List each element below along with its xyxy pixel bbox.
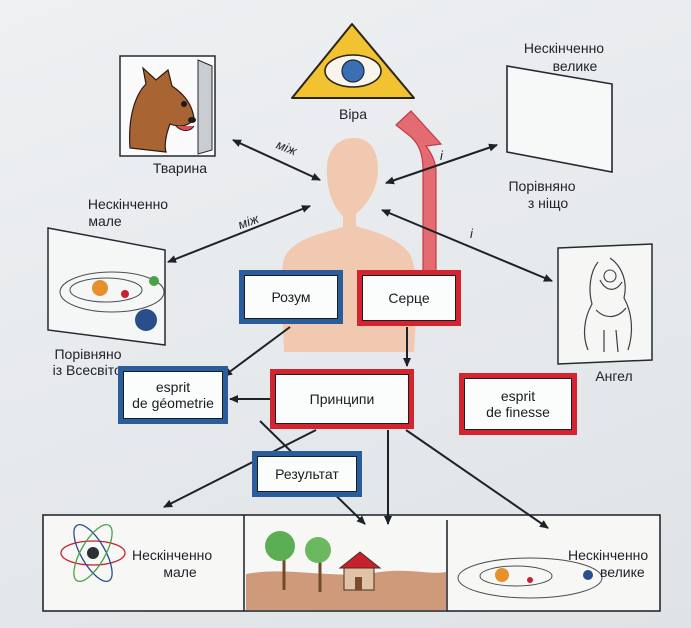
angel-picture xyxy=(557,243,653,365)
finesse-box: esprit de finesse xyxy=(459,373,577,435)
principles-box: Принципи xyxy=(270,369,414,429)
eye-triangle xyxy=(291,23,415,99)
bottom-large-label-line1: Нескінченно xyxy=(568,547,649,563)
faith-label: Віра xyxy=(338,106,368,122)
bottom-panel xyxy=(42,514,661,612)
infinitely-large-label-line1: Нескінченно xyxy=(523,40,605,56)
infinitely-large-frame xyxy=(506,65,613,173)
finesse-box-label-line1: esprit xyxy=(500,388,536,404)
compared-universe-label-line1: Порівняно xyxy=(54,346,122,362)
landscape-icon xyxy=(246,531,446,610)
animal-label: Тварина xyxy=(152,160,208,176)
atom-icon xyxy=(60,523,126,583)
finesse-box-label-line2: de finesse xyxy=(486,404,550,420)
bottom-large-label-line2: велике xyxy=(600,564,645,580)
angel-label: Ангел xyxy=(595,368,633,384)
result-box: Результат xyxy=(252,451,362,497)
geometry-box-label-line2: de géometrie xyxy=(132,395,214,411)
compared-universe-label-line2: із Всесвітом xyxy=(52,362,132,378)
bottom-small-label-line1: Нескінченно xyxy=(132,547,213,563)
bottom-solar-system-icon xyxy=(457,557,603,599)
infinitely-small-label-line2: мале xyxy=(88,213,122,229)
compared-nothing-label-line2: з ніщо xyxy=(527,195,569,211)
infinitely-large-label-line2: велике xyxy=(552,58,598,74)
bottom-small-label-line2: мале xyxy=(163,564,197,580)
reason-box-label: Розум xyxy=(271,289,311,305)
heart-box-label: Серце xyxy=(388,290,430,306)
compared-nothing-label-line1: Порівняно xyxy=(508,178,576,194)
principles-box-label: Принципи xyxy=(309,391,375,407)
and-label-2: і xyxy=(470,226,473,241)
geometry-box-label-line1: esprit xyxy=(155,379,191,395)
reason-box: Розум xyxy=(239,270,343,324)
solar-system-picture xyxy=(47,227,166,346)
geometry-box: esprit de géometrie xyxy=(118,366,228,424)
infinitely-small-label-line1: Нескінченно xyxy=(87,196,169,212)
and-label-1: і xyxy=(440,148,443,163)
result-box-label: Результат xyxy=(275,466,339,482)
animal-picture xyxy=(119,55,216,157)
heart-box: Серце xyxy=(357,270,461,326)
